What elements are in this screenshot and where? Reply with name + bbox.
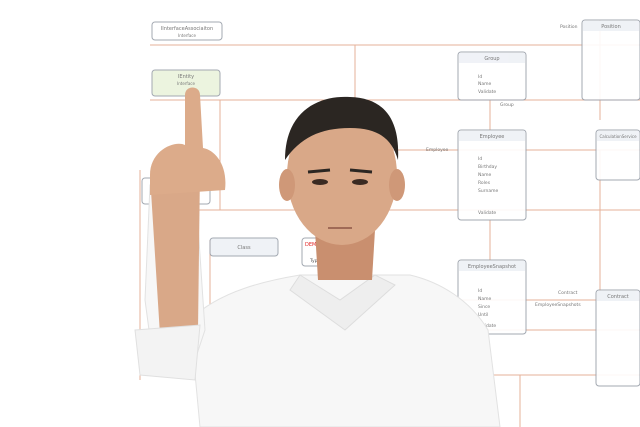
field: Name <box>478 296 492 302</box>
box-title: CalculationService <box>599 134 637 139</box>
field: Roles <box>478 180 491 186</box>
connector-labels: Employee Group Position Contract Employe… <box>426 24 581 308</box>
box-title: Employee <box>480 134 505 140</box>
person-ear <box>389 169 405 201</box>
box-stereotype: Interface <box>178 33 196 38</box>
field: Id <box>478 156 482 162</box>
person-sleeve <box>134 324 201 381</box>
box-contract <box>595 289 640 387</box>
person <box>134 87 501 427</box>
box-title: IEntity <box>178 74 194 80</box>
connector-label: Position <box>560 24 578 30</box>
field: Id <box>478 74 482 80</box>
box-position <box>581 19 640 101</box>
box-title: EmployeeSnapshot <box>468 264 516 270</box>
person-face <box>287 105 397 245</box>
field: Name <box>478 172 492 178</box>
person-collar <box>289 274 396 331</box>
box-service <box>209 237 279 257</box>
box-stereotype: Interface <box>177 81 195 86</box>
field: Validate <box>478 89 496 95</box>
field: Name <box>478 81 492 87</box>
box-calculation-service <box>595 129 640 181</box>
field: Id <box>478 288 482 294</box>
person-hair <box>285 96 399 160</box>
box-title: Contract <box>607 294 629 300</box>
group-fields: Id Name Validate <box>478 74 496 95</box>
box-interface-association <box>151 21 223 41</box>
box-group <box>457 51 527 101</box>
field: Birthday <box>478 164 497 170</box>
field: Until <box>478 312 488 318</box>
field: Validate <box>478 323 496 329</box>
field: Surname <box>478 188 498 194</box>
box-service-title: Class <box>237 245 251 251</box>
person-ear <box>279 169 295 201</box>
box-title: IInterfaceAssociaiton <box>161 26 213 32</box>
field: Validate <box>478 210 496 216</box>
connector-label: Employee <box>426 147 449 153</box>
snapshot-fields: Id Name Since Until Validate <box>478 288 496 329</box>
connector-label: Contract <box>558 290 578 296</box>
person-hand <box>150 87 226 195</box>
person-shirt <box>189 274 501 427</box>
connector-label: Group <box>500 102 514 108</box>
person-eye <box>312 179 328 185</box>
connector-label: EmployeeSnapshots <box>535 302 581 308</box>
employee-fields: Id Birthday Name Roles Surname Validate <box>478 156 498 216</box>
box-title: Group <box>484 56 499 62</box>
box-title: Position <box>601 24 620 30</box>
person-forearm <box>150 170 200 335</box>
field: Since <box>478 304 490 310</box>
person-eye <box>352 179 368 185</box>
box-employee <box>457 129 527 221</box>
